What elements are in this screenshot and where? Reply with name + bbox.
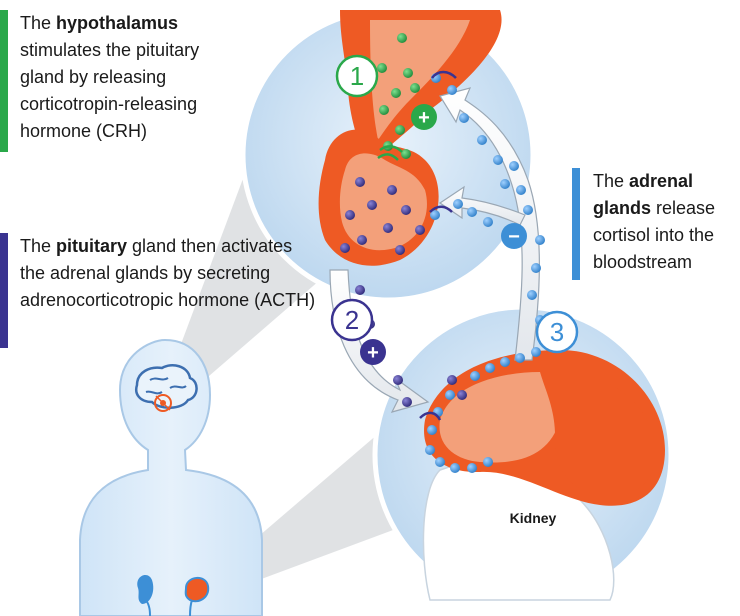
human-body-figure [79, 338, 263, 616]
hypothalamus-caption-post: stimulates the pituitary gland by releas… [20, 40, 200, 141]
adrenal-caption-bar [572, 168, 580, 280]
pituitary-caption: The pituitary gland then activates the a… [20, 233, 320, 314]
cortisol-molecules [425, 73, 545, 473]
crh-plus-sign: + [418, 107, 430, 129]
step-2-label: 2 [345, 305, 359, 335]
kidney-icon-left [137, 574, 154, 616]
adrenal-caption: The adrenal glands release cortisol into… [593, 168, 738, 276]
acth-molecules [340, 177, 467, 407]
acth-plus-sign: + [367, 342, 379, 364]
adrenal-caption-pre: The [593, 171, 630, 191]
pituitary-caption-bold: pituitary [56, 236, 128, 256]
adrenal-caption-post: release cortisol into the bloodstream [593, 198, 716, 272]
step-2-badge: 2 [330, 298, 374, 342]
cortisol-minus-sign: − [508, 226, 520, 248]
kidney-label: Kidney [509, 510, 557, 526]
kidney-zoom-circle [372, 304, 674, 606]
acth-plus-icon: + [360, 339, 386, 365]
step-3-badge: 3 [535, 310, 579, 354]
step-1-label: 1 [350, 61, 364, 91]
hypothalamus-caption-pre: The [20, 13, 57, 33]
kidney-icon-right [184, 577, 210, 616]
cortisol-minus-icon: − [501, 223, 527, 249]
crh-molecules [377, 33, 420, 159]
step-3-label: 3 [550, 317, 564, 347]
pituitary-caption-post: gland then activates the adrenal glands … [20, 236, 316, 310]
crh-plus-icon: + [411, 104, 437, 130]
pituitary-caption-bar [0, 233, 8, 348]
brain-icon [135, 364, 198, 409]
hypothalamus-caption-bold: hypothalamus [56, 13, 179, 33]
step-1-badge: 1 [335, 54, 379, 98]
pituitary-caption-pre: The [20, 236, 57, 256]
receptor-markers [377, 70, 457, 421]
adrenal-caption-bold: adrenal glands [593, 171, 694, 218]
hypothalamus-caption-bar [0, 10, 8, 152]
hypothalamus-target-icon [154, 394, 172, 412]
hypothalamus-caption: The hypothalamus stimulates the pituitar… [20, 10, 235, 145]
